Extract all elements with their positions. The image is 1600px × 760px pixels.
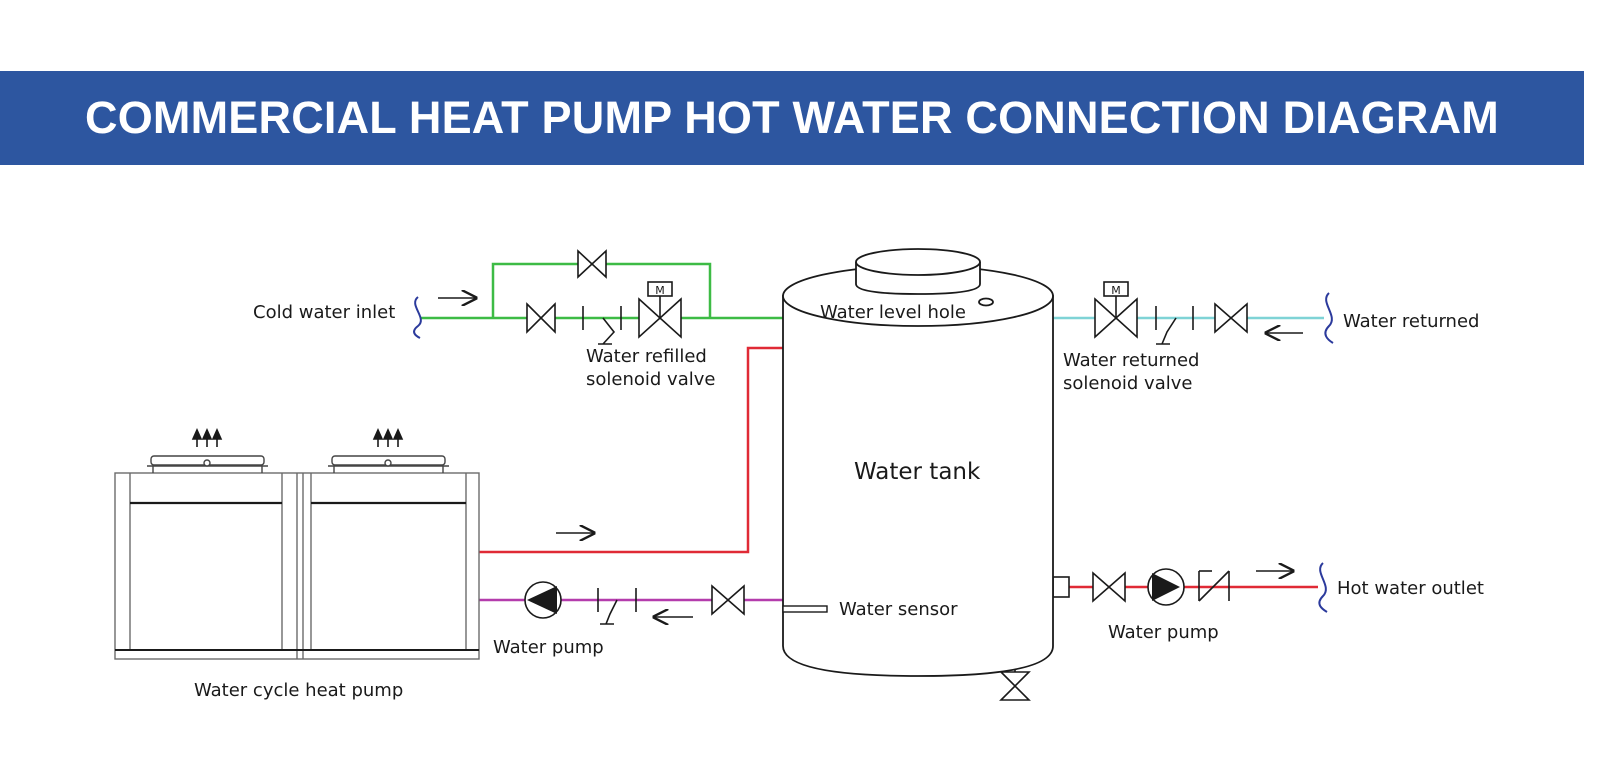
outlet-water-pump-icon [1147,568,1185,606]
return-solenoid-valve-icon [1094,281,1138,339]
inlet-gate-valve-icon [526,302,556,334]
refill-valve-label-line1: Water refilled [586,346,707,367]
cycle-water-pump-icon [524,581,562,619]
airflow-up-arrows-icon [191,428,404,447]
refill-solenoid-valve-icon [638,281,682,339]
title-banner: COMMERCIAL HEAT PUMP HOT WATER CONNECTIO… [0,71,1584,165]
inlet-strainer-icon [582,306,622,345]
cold-inlet-end-icon [413,296,422,339]
water-tank-label: Water tank [854,459,981,485]
return-strainer-icon [1155,306,1194,345]
fan-guard-left-icon [147,455,268,473]
return-solenoid-motor-label: M [1111,284,1121,297]
refill-valve-label-line2: solenoid valve [586,369,715,390]
return-end-icon [1324,292,1334,344]
return-gate-valve-icon [1214,302,1248,334]
outlet-gate-valve-icon [1092,571,1126,603]
fan-guard-right-icon [328,455,449,473]
water-sensor-label: Water sensor [839,599,958,620]
return-valve-label-line1: Water returned [1063,350,1199,371]
water-level-hole-label: Water level hole [820,302,966,323]
outlet-water-pump-label: Water pump [1108,622,1219,643]
cycle-gate-valve-icon [711,584,745,616]
tank-outlet-connector [1052,576,1070,598]
heat-pump-unit [114,472,480,660]
hot-water-supply-pipe [479,346,783,554]
cycle-strainer-icon [597,588,637,625]
water-sensor-probe [782,605,828,613]
water-returned-label: Water returned [1343,311,1479,332]
refill-solenoid-motor-label: M [655,284,665,297]
page-title: COMMERCIAL HEAT PUMP HOT WATER CONNECTIO… [85,92,1499,143]
check-valve-icon [1198,570,1230,602]
cold-water-inlet-label: Cold water inlet [253,302,395,323]
water-tank [782,248,1054,677]
drain-valve-icon [999,671,1031,701]
return-valve-label-line2: solenoid valve [1063,373,1192,394]
cycle-water-pump-label: Water pump [493,637,604,658]
hot-outlet-end-icon [1318,562,1328,613]
hot-water-outlet-label: Hot water outlet [1337,578,1484,599]
bypass-gate-valve-icon [577,249,607,279]
heat-pump-label: Water cycle heat pump [194,680,403,701]
